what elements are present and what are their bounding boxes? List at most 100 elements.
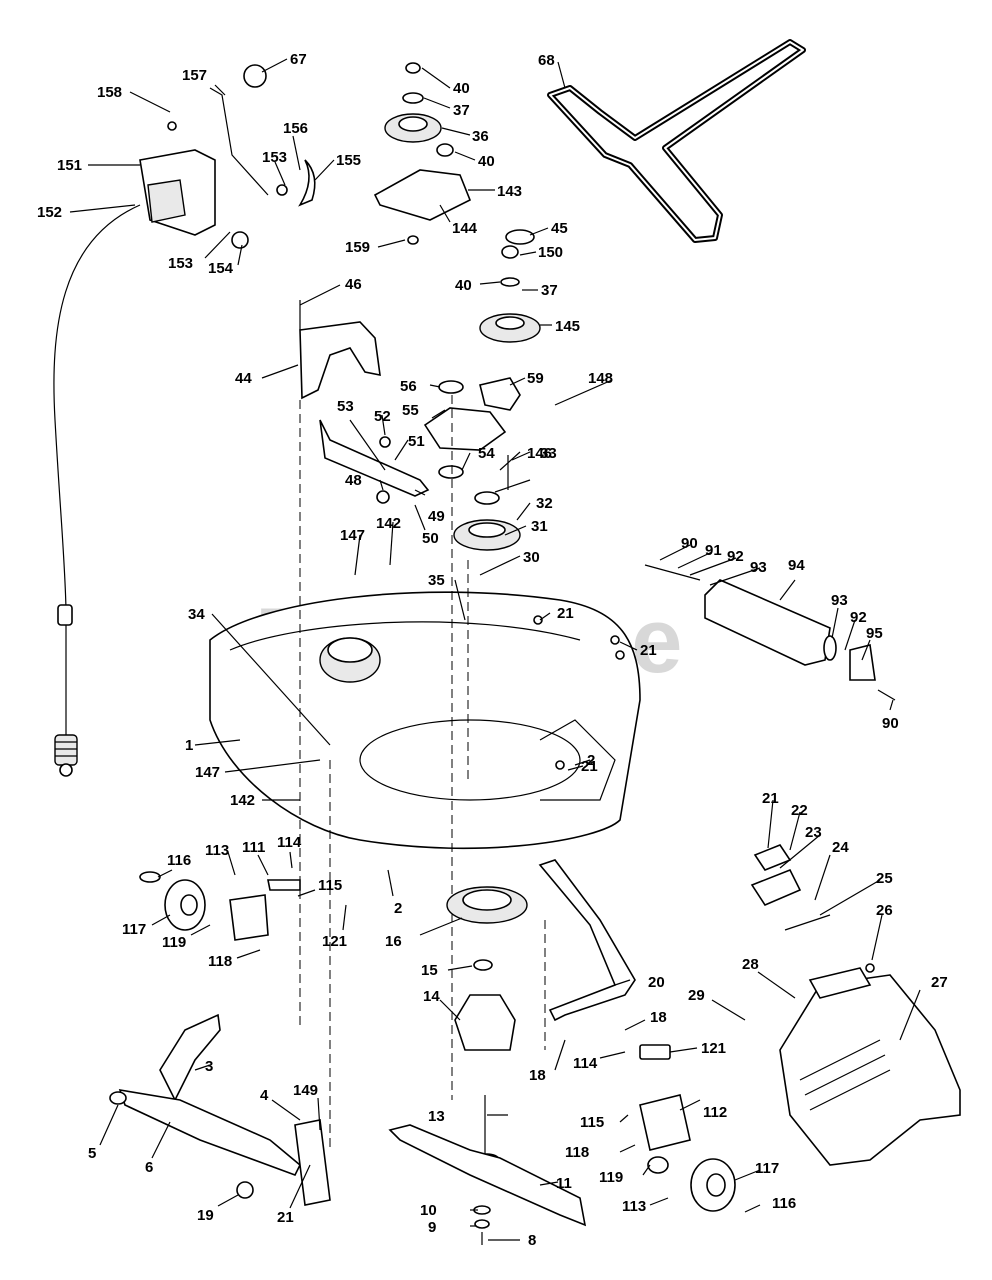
- callout-93-bottom: 93: [831, 592, 848, 609]
- callout-95: 95: [866, 625, 883, 642]
- callout-148: 148: [588, 370, 613, 387]
- deck-roller: [644, 564, 896, 701]
- callout-115-right: 115: [580, 1114, 604, 1131]
- callout-11: 11: [556, 1175, 572, 1192]
- control-cable: [53, 204, 141, 777]
- callout-20: 20: [648, 974, 665, 991]
- callout-labels: 67 157 158 151 152 153 154 156 153 155 4…: [37, 51, 948, 1249]
- callout-67: 67: [290, 51, 307, 68]
- idler-pulley-upper: [373, 62, 472, 245]
- right-gauge-wheel: [639, 1044, 736, 1212]
- callout-119-right: 119: [599, 1169, 623, 1186]
- callout-18-left: 18: [529, 1067, 546, 1084]
- callout-118-left: 118: [208, 953, 232, 970]
- callout-156: 156: [283, 120, 308, 137]
- callout-114-right: 114: [573, 1055, 598, 1072]
- callout-40-low: 40: [455, 277, 472, 294]
- callout-158: 158: [97, 84, 122, 101]
- callout-53: 53: [337, 398, 354, 415]
- callout-117-left: 117: [122, 921, 146, 938]
- callout-37-low: 37: [541, 282, 558, 299]
- callout-159: 159: [345, 239, 370, 256]
- callout-116-left: 116: [167, 852, 191, 869]
- spindle-and-blade: [388, 886, 587, 1245]
- callout-26: 26: [876, 902, 893, 919]
- callout-29: 29: [688, 987, 705, 1004]
- callout-143: 143: [497, 183, 522, 200]
- callout-92-bottom: 92: [850, 609, 867, 626]
- callout-111: 111: [242, 839, 265, 856]
- callout-149: 149: [293, 1082, 318, 1099]
- lift-lever-assembly: [139, 64, 316, 249]
- callout-22: 22: [791, 802, 808, 819]
- assembly-centerlines: [299, 395, 546, 1150]
- drive-belt: [547, 39, 806, 243]
- callout-50: 50: [422, 530, 439, 547]
- callout-51: 51: [408, 433, 425, 450]
- callout-157: 157: [182, 67, 207, 84]
- callout-55: 55: [402, 402, 419, 419]
- callout-36: 36: [472, 128, 489, 145]
- callout-142-top: 142: [376, 515, 401, 532]
- callout-154: 154: [208, 260, 234, 277]
- callout-46: 46: [345, 276, 362, 293]
- callout-121-left: 121: [322, 933, 347, 950]
- callout-14: 14: [423, 988, 440, 1005]
- callout-9: 9: [428, 1219, 436, 1236]
- callout-31: 31: [531, 518, 548, 535]
- leader-lines: [69, 58, 921, 1241]
- callout-150: 150: [538, 244, 563, 261]
- callout-30: 30: [523, 549, 540, 566]
- callout-19: 19: [197, 1207, 214, 1224]
- callout-10: 10: [420, 1202, 437, 1219]
- callout-92-top: 92: [727, 548, 744, 565]
- callout-90-bottom: 90: [882, 715, 899, 732]
- callout-21-deck-b: 21: [640, 642, 657, 659]
- callout-119-left: 119: [162, 934, 186, 951]
- left-gauge-wheel: [139, 871, 301, 941]
- callout-15: 15: [421, 962, 438, 979]
- callout-45: 45: [551, 220, 568, 237]
- callout-25: 25: [876, 870, 893, 887]
- callout-114-left: 114: [277, 834, 302, 851]
- right-mount-bracket: [750, 844, 875, 973]
- callout-28: 28: [742, 956, 759, 973]
- idler-pulley-145: [479, 229, 541, 343]
- callout-24: 24: [832, 839, 849, 856]
- callout-40-mid: 40: [478, 153, 495, 170]
- callout-117-right: 117: [755, 1160, 779, 1177]
- callout-68: 68: [538, 52, 555, 69]
- callout-54: 54: [478, 445, 495, 462]
- callout-153-lower: 153: [168, 255, 193, 272]
- callout-13: 13: [428, 1108, 445, 1125]
- belt-guard: [299, 300, 381, 400]
- callout-5: 5: [88, 1145, 96, 1162]
- callout-40-top: 40: [453, 80, 470, 97]
- callout-56: 56: [400, 378, 417, 395]
- callout-16: 16: [385, 933, 402, 950]
- callout-90-top: 90: [681, 535, 698, 552]
- discharge-chute: [779, 967, 961, 1166]
- callout-1: 1: [185, 737, 193, 754]
- callout-112: 112: [703, 1104, 727, 1121]
- callout-155: 155: [336, 152, 361, 169]
- callout-152: 152: [37, 204, 62, 221]
- callout-144: 144: [452, 220, 478, 237]
- callout-93-top: 93: [750, 559, 767, 576]
- callout-49: 49: [428, 508, 445, 525]
- callout-52: 52: [374, 408, 391, 425]
- idler-arm: [319, 419, 430, 504]
- callout-113-right: 113: [622, 1198, 646, 1215]
- callout-35: 35: [428, 572, 445, 589]
- callout-8: 8: [528, 1232, 536, 1249]
- callout-115-left: 115: [318, 877, 342, 894]
- center-pulley-stack: [423, 377, 521, 551]
- callout-33: 33: [540, 445, 557, 462]
- callout-6: 6: [145, 1159, 153, 1176]
- callout-4: 4: [260, 1087, 269, 1104]
- callout-27: 27: [931, 974, 948, 991]
- callout-32: 32: [536, 495, 553, 512]
- callout-21-bottom: 21: [277, 1209, 294, 1226]
